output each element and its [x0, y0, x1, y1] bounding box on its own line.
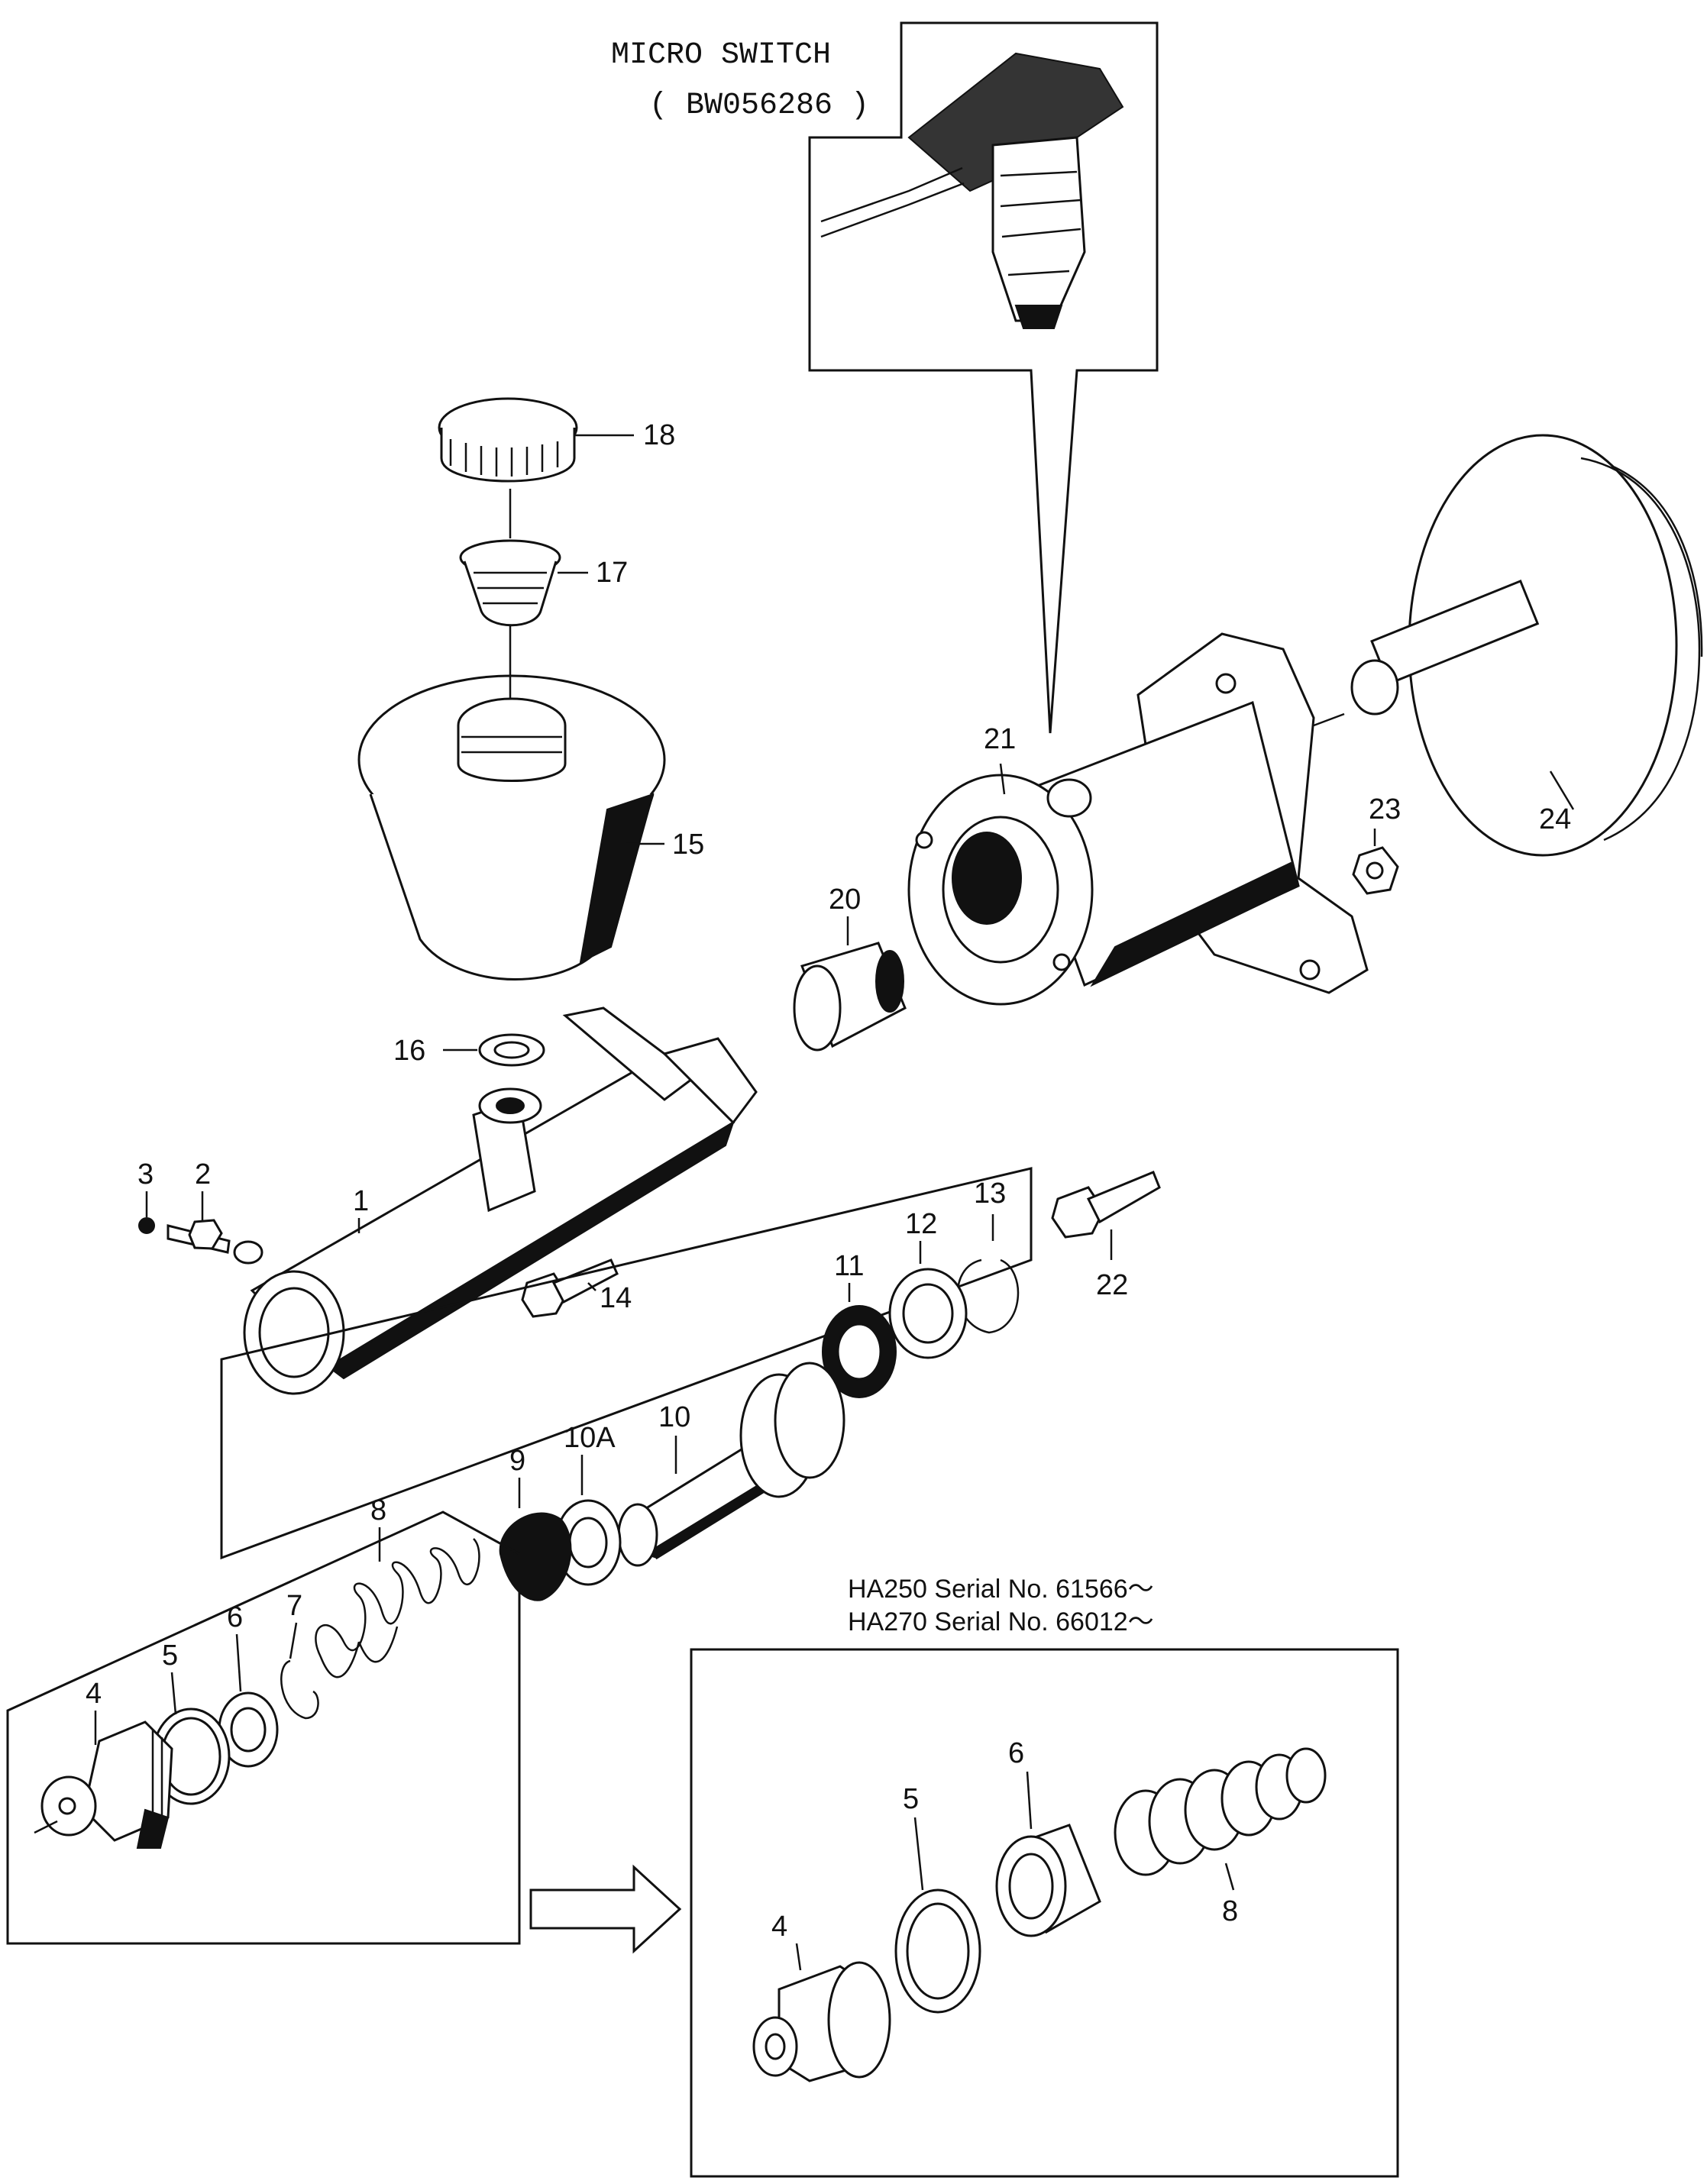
part-14-bolt: 14: [521, 1258, 632, 1318]
inset-part-5-gasket: 5: [894, 1783, 981, 2014]
label-3: 3: [137, 1158, 154, 1191]
part-5-gasket: 5: [151, 1640, 231, 1805]
part-13-circlip: 13: [957, 1178, 1020, 1334]
micro-switch-callout: MICRO SWITCH ( BW056286 ): [611, 21, 1159, 734]
inset-serial-line-1: HA250 Serial No. 61566～: [848, 1575, 1154, 1604]
label-11: 11: [834, 1250, 864, 1282]
label-23: 23: [1369, 793, 1401, 825]
part-11-cup-seal: 11: [822, 1250, 897, 1398]
label-22: 22: [1096, 1269, 1128, 1301]
part-16-washer: 16: [393, 1033, 545, 1067]
label-7: 7: [286, 1590, 302, 1622]
label-2: 2: [195, 1158, 211, 1191]
part-22-bolt: 22: [1051, 1171, 1161, 1301]
label-6: 6: [227, 1601, 243, 1633]
part-18-cap: 18: [438, 397, 675, 483]
inset-panel: HA250 Serial No. 61566～ HA270 Serial No.…: [690, 1575, 1399, 2178]
inset-frame: [690, 1648, 1399, 2178]
label-16: 16: [393, 1035, 425, 1067]
label-12: 12: [905, 1208, 937, 1240]
label-10a: 10A: [564, 1422, 616, 1454]
inset-label-8: 8: [1222, 1895, 1238, 1927]
label-9: 9: [509, 1445, 525, 1477]
label-4: 4: [86, 1678, 102, 1710]
label-18: 18: [643, 419, 675, 451]
part-1-cylinder-body: 1: [233, 1006, 758, 1395]
arrow-to-inset: [529, 1864, 682, 1954]
part-24-boot: 24: [1313, 434, 1703, 857]
part-10-piston: 10: [617, 1362, 845, 1567]
micro-switch-drawing: [820, 52, 1124, 329]
fitting-parts-frame: [6, 1510, 521, 1945]
micro-switch-title: MICRO SWITCH: [611, 38, 831, 73]
internal-parts-frame: [220, 1167, 1033, 1560]
part-21-housing: 21: [907, 632, 1369, 1006]
part-20-bushing: 20: [793, 884, 907, 1052]
part-9-check-valve: 9: [499, 1445, 572, 1601]
label-15: 15: [672, 829, 704, 861]
part-17-strainer: 17: [459, 539, 628, 627]
part-10a-ring: 10A: [554, 1422, 622, 1586]
part-4-union-fitting: 4: [34, 1678, 173, 1849]
inset-label-6: 6: [1008, 1737, 1024, 1769]
inset-serial-line-2: HA270 Serial No. 66012～: [848, 1607, 1154, 1636]
inset-label-4: 4: [771, 1911, 787, 1943]
label-14: 14: [600, 1282, 632, 1314]
part-23-nut: 23: [1352, 793, 1401, 895]
part-7-spring-seat: 7: [280, 1590, 319, 1720]
inset-part-6-spring-seat: 6: [995, 1737, 1101, 1937]
inset-label-5: 5: [903, 1783, 919, 1815]
label-20: 20: [829, 884, 861, 916]
micro-switch-part-number: ( BW056286 ): [649, 89, 869, 123]
part-15-reservoir: 15: [357, 674, 704, 981]
inset-part-8-spring: 8: [1114, 1747, 1327, 1927]
label-24: 24: [1539, 803, 1571, 835]
part-3-bleeder-cap: 3: [137, 1158, 155, 1234]
label-10: 10: [658, 1401, 690, 1433]
part-12-washer: 12: [888, 1208, 968, 1359]
label-13: 13: [974, 1178, 1006, 1210]
label-21: 21: [984, 723, 1016, 755]
part-8-spring: 8: [315, 1494, 480, 1678]
label-1: 1: [353, 1185, 369, 1217]
part-2-bleeder-screw: 2: [166, 1158, 231, 1254]
label-8: 8: [370, 1494, 386, 1527]
label-17: 17: [596, 557, 628, 589]
inset-part-4-union-fitting: 4: [752, 1911, 891, 2082]
label-5: 5: [162, 1640, 178, 1672]
